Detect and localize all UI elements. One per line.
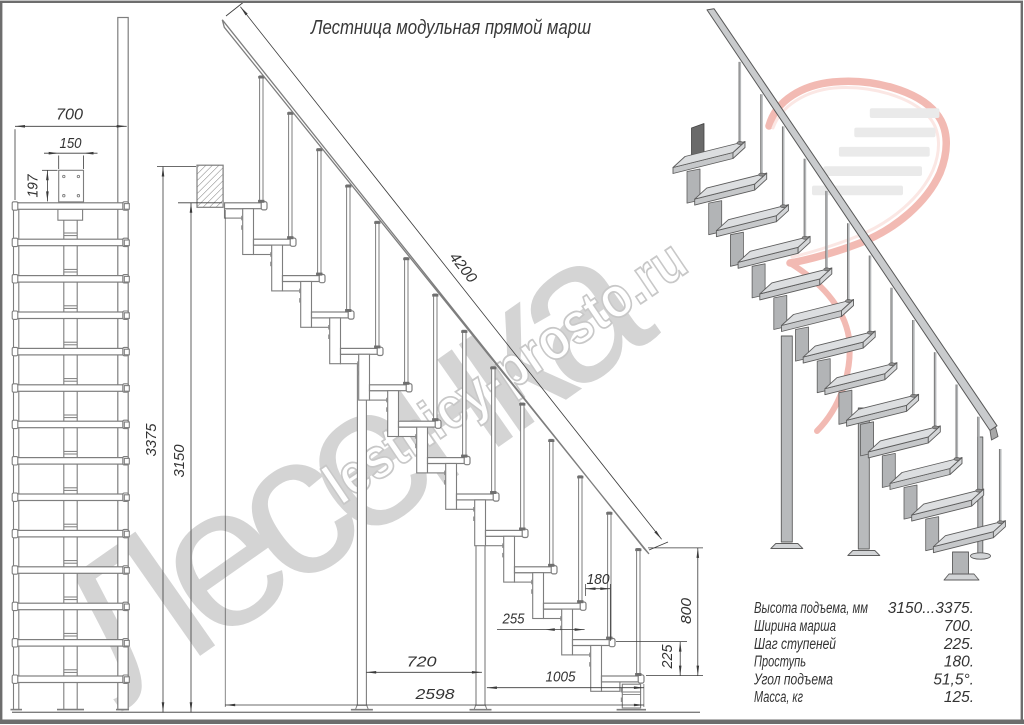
svg-text:225: 225	[659, 644, 676, 670]
svg-text:1005: 1005	[546, 668, 577, 685]
svg-text:125.: 125.	[944, 689, 974, 706]
svg-text:3375: 3375	[143, 423, 160, 457]
svg-text:800: 800	[678, 597, 695, 624]
svg-text:720: 720	[407, 654, 438, 671]
svg-text:Шаг ступеней: Шаг ступеней	[754, 636, 836, 653]
svg-text:225.: 225.	[943, 636, 974, 653]
svg-text:Лестница модульная прямой марш: Лестница модульная прямой марш	[309, 17, 591, 39]
svg-text:255: 255	[502, 611, 525, 628]
svg-text:51,5°.: 51,5°.	[933, 671, 974, 688]
svg-text:150: 150	[60, 135, 83, 152]
svg-text:Высота подъема, мм: Высота подъема, мм	[754, 600, 868, 617]
svg-text:700.: 700.	[944, 618, 974, 635]
svg-text:180: 180	[587, 571, 611, 588]
svg-text:700: 700	[56, 107, 83, 124]
svg-text:180.: 180.	[944, 654, 974, 671]
svg-text:197: 197	[25, 174, 42, 198]
svg-text:3150...3375.: 3150...3375.	[888, 600, 974, 617]
svg-text:Проступь: Проступь	[754, 654, 806, 671]
svg-text:3150: 3150	[171, 444, 188, 478]
svg-text:2598: 2598	[414, 686, 455, 703]
svg-text:Масса, кг: Масса, кг	[754, 689, 803, 706]
svg-text:Ширина марша: Ширина марша	[754, 618, 836, 635]
svg-text:Угол подъема: Угол подъема	[753, 671, 833, 688]
